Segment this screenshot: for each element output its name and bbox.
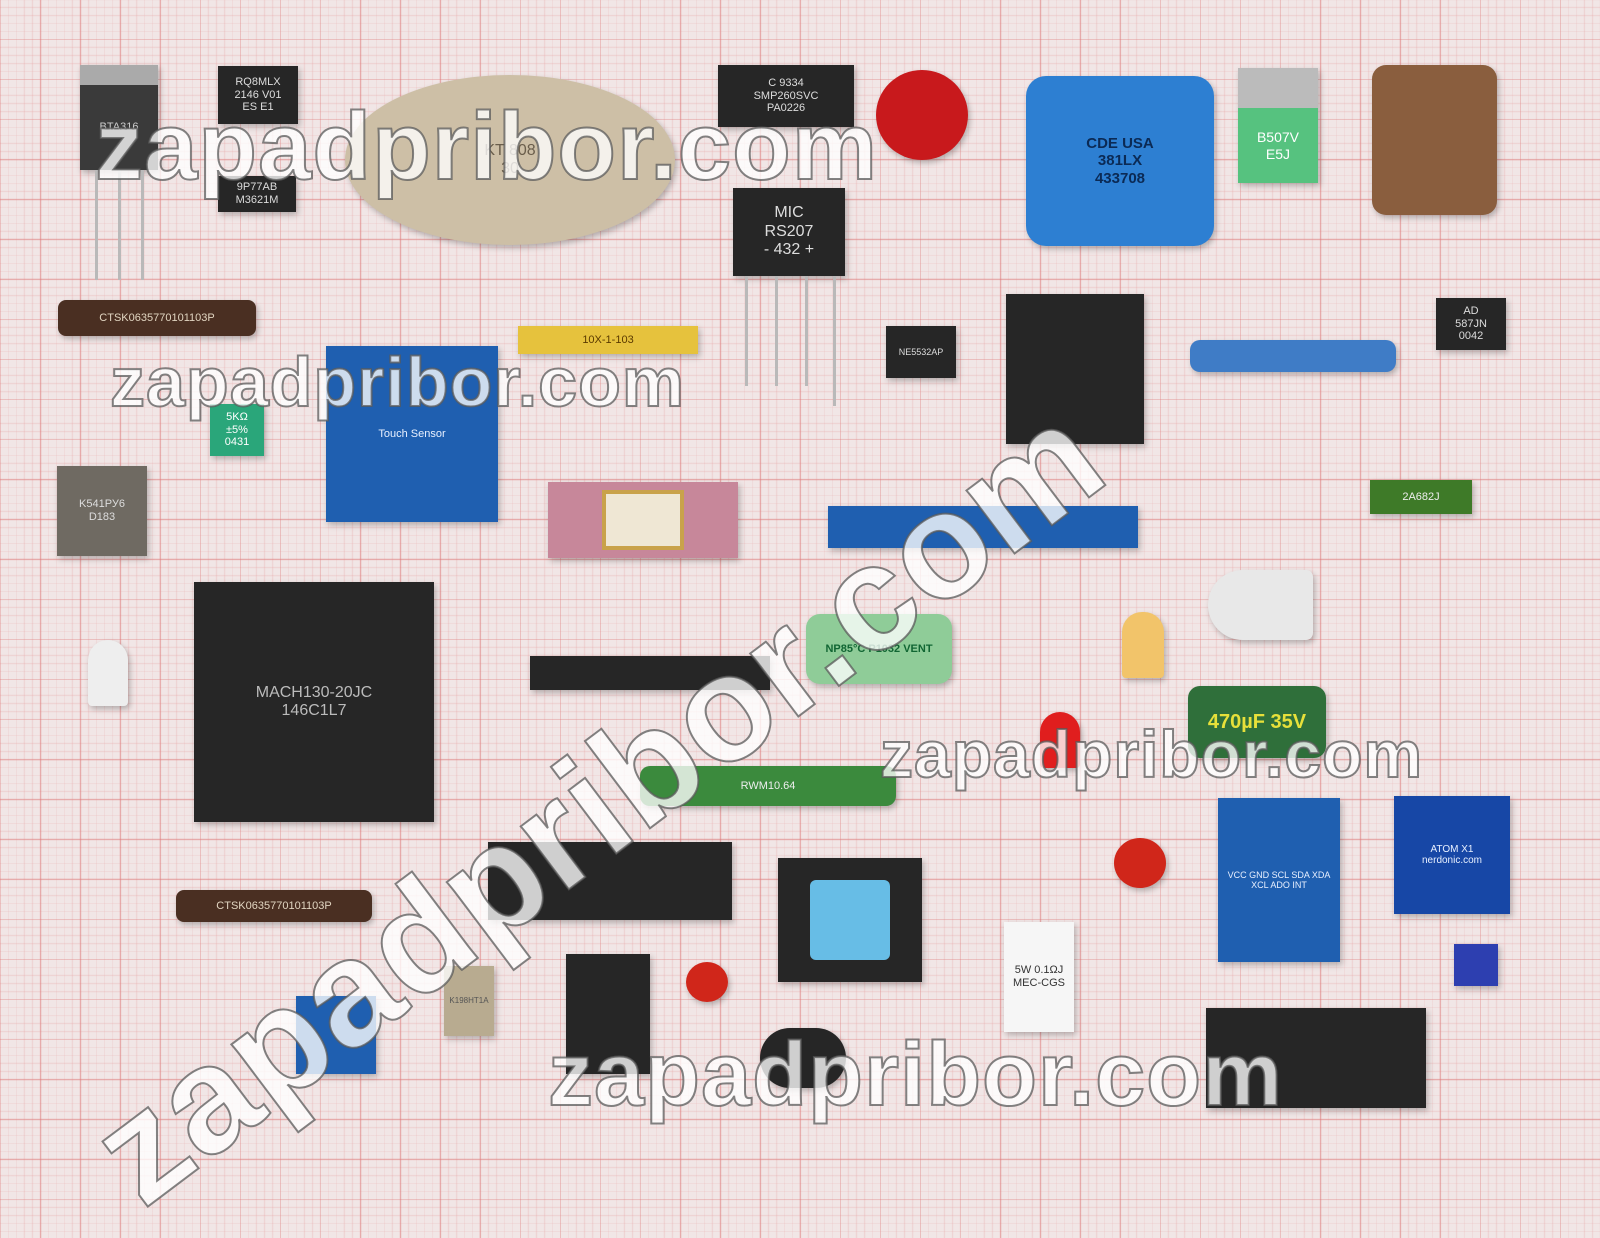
- cement-resistor: 5W 0.1ΩJ MEC-CGS: [1004, 922, 1074, 1032]
- ic-socket: [1006, 294, 1144, 444]
- resistor-network-yellow: 10X-1-103: [518, 326, 698, 354]
- transistor-green: B507V E5J: [1238, 68, 1318, 183]
- trimmer-resistor: 5KΩ ±5% 0431: [210, 404, 264, 456]
- touch-sensor-module: Touch Sensor: [326, 346, 498, 522]
- atom-module: ATOM X1 nerdonic.com: [1394, 796, 1510, 914]
- np-capacitor: NP85°C P1032 VENT: [806, 614, 952, 684]
- ic-soic: RQ8MLX 2146 V01 ES E1: [218, 66, 298, 124]
- ic-ad587: AD 587JN 0042: [1436, 298, 1506, 350]
- watermark: zapadpribor.com: [109, 342, 686, 422]
- edge-connector: [828, 506, 1138, 548]
- ceramic-capacitor: [876, 70, 968, 160]
- led-clear: [1208, 570, 1313, 640]
- ic-ne5532: NE5532AP: [886, 326, 956, 378]
- ceramic-capacitor-small: [1114, 838, 1166, 888]
- potentiometer: [1372, 65, 1497, 215]
- led-yellow: [1122, 612, 1164, 678]
- ic-soic: 9P77AB M3621M: [218, 176, 296, 212]
- dht11-module: [778, 858, 922, 982]
- led-red: [1040, 712, 1080, 768]
- plcc-chip: MACH130-20JC 146C1L7: [194, 582, 434, 822]
- photo-background: BTA316 RQ8MLX 2146 V01 ES E1 9P77AB M362…: [57, 65, 1510, 1237]
- trimmer-module: [296, 996, 376, 1074]
- film-capacitor: 2A682J: [1370, 480, 1472, 514]
- buzzer: [760, 1028, 846, 1088]
- electrolytic-capacitor-green: 470µF 35V: [1188, 686, 1326, 758]
- led-white: [88, 640, 128, 706]
- eprom: [548, 482, 738, 558]
- electrolytic-capacitor-blue: CDE USA 381LX 433708: [1026, 76, 1214, 246]
- metal-ic: K541РУ6 D183: [57, 466, 147, 556]
- ic-smp: C 9334 SMP260SVC PA0226: [718, 65, 854, 127]
- resistor-network: CTSK0635770101103P: [58, 300, 256, 336]
- watermark: zapadpribor.com: [879, 716, 1424, 792]
- pin-header: [530, 656, 770, 690]
- watermark: zapadpribor.com: [547, 1024, 1284, 1126]
- triac: BTA316: [80, 65, 158, 170]
- metal-ic-small: K198НТ1А: [444, 966, 494, 1036]
- dip-socket: [488, 842, 732, 920]
- to3-transistor: KT 808 30: [345, 75, 675, 245]
- trimmer-blue: [1454, 944, 1498, 986]
- blue-resistor: [1190, 340, 1396, 372]
- resistor-network: CTSK0635770101103P: [176, 890, 372, 922]
- watermark: zapadpribor.com: [94, 92, 879, 201]
- seven-segment-display: [566, 954, 650, 1074]
- dip-socket-small: [1206, 1008, 1426, 1108]
- ceramic-capacitor-red: [686, 962, 728, 1002]
- wirewound-resistor: RWM10.64: [640, 766, 896, 806]
- imu-module: VCC GND SCL SDA XDA XCL ADO INT: [1218, 798, 1340, 962]
- bridge-rectifier: MIC RS207 - 432 +: [733, 188, 845, 276]
